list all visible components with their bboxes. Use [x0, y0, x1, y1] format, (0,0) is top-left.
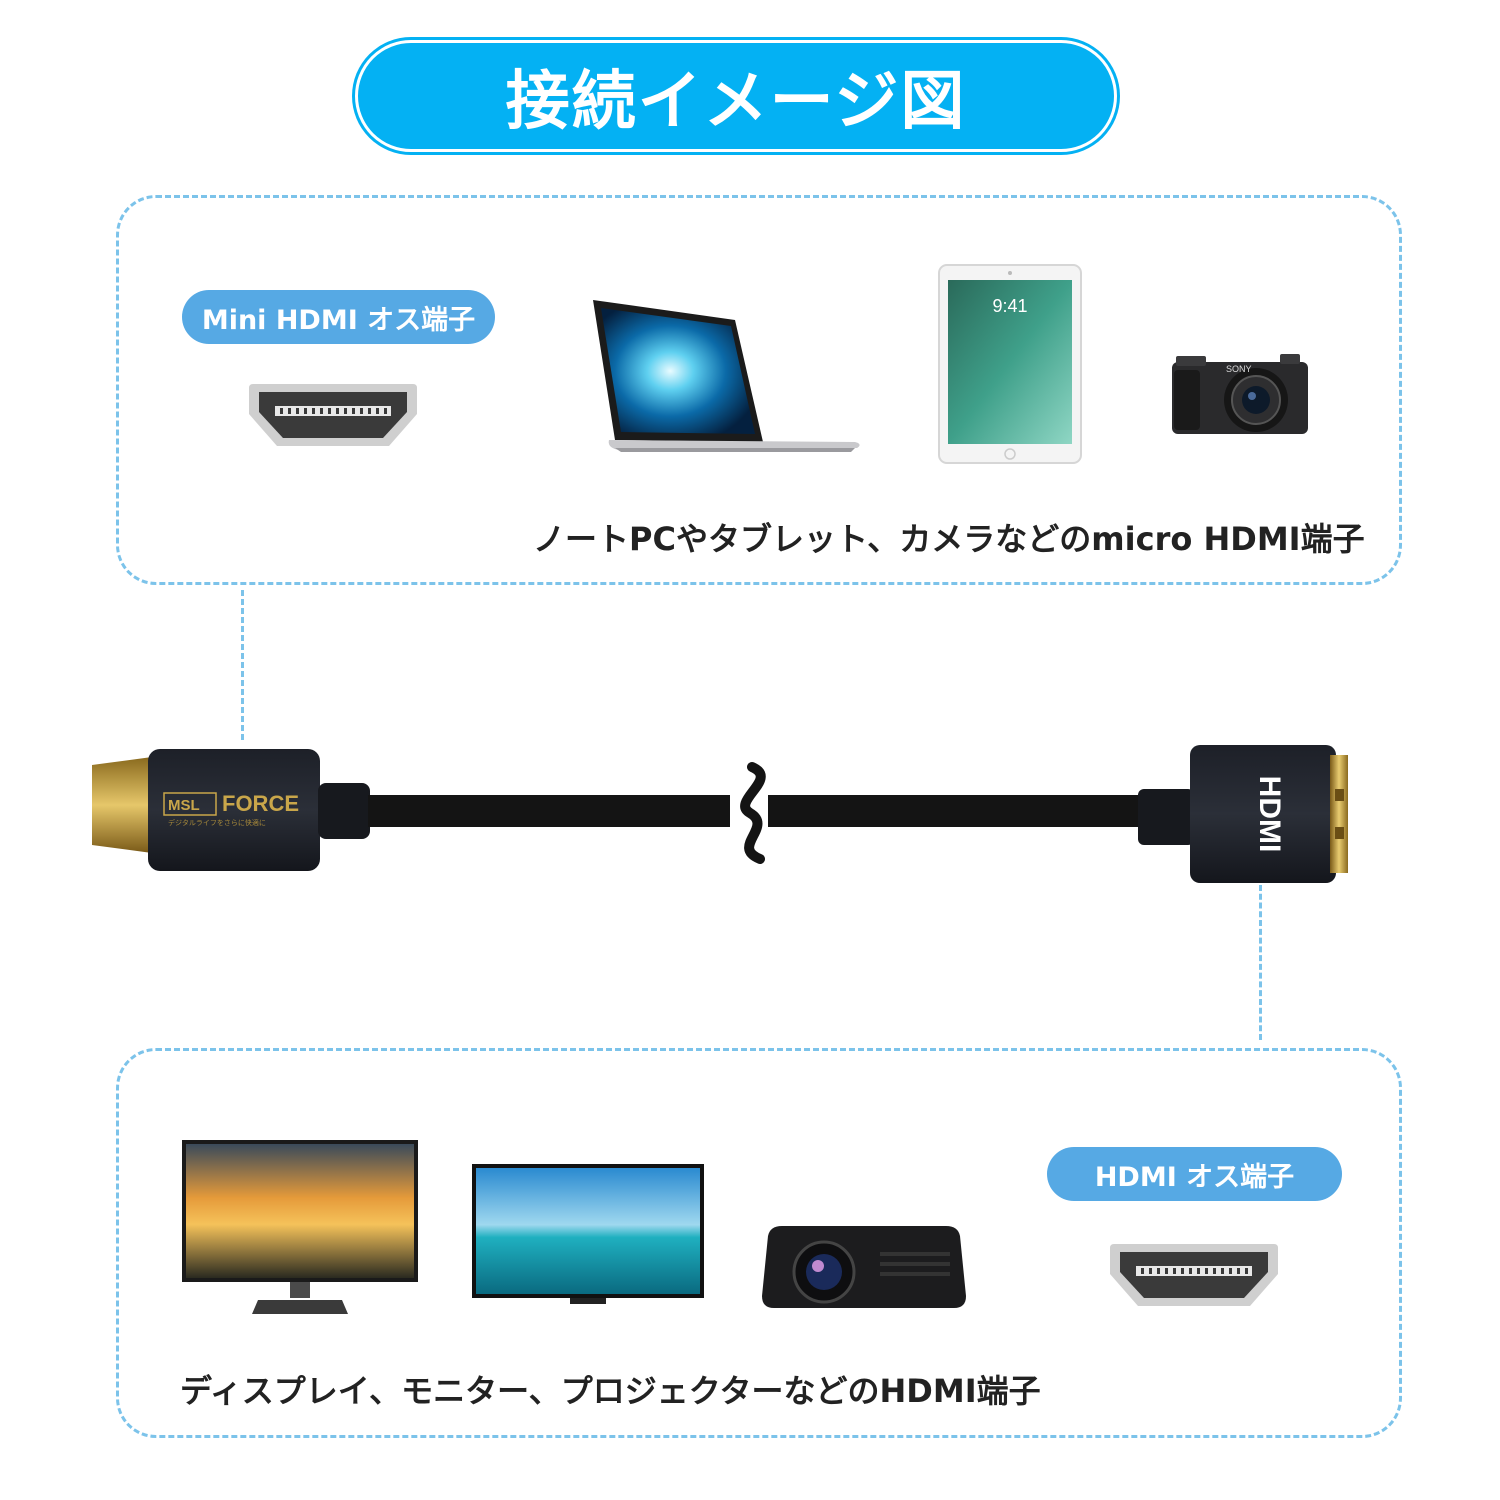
mini-hdmi-tip	[92, 757, 152, 853]
hdmi-mark: HDMI	[1253, 776, 1286, 853]
bottom-caption: ディスプレイ、モニター、プロジェクターなどのHDMI端子	[180, 1372, 1041, 1410]
tablet-time: 9:41	[992, 296, 1027, 316]
brand-tagline: デジタルライフをさらに快適に	[168, 818, 266, 827]
hdmi-port-label: HDMI オス端子	[1047, 1147, 1342, 1201]
mini-hdmi-housing	[148, 749, 320, 871]
laptop-icon	[585, 298, 865, 454]
camera-icon: SONY	[1170, 350, 1310, 436]
hdmi-cable: MSL FORCE デジタルライフをさらに快適に HDMI	[90, 745, 1350, 885]
title-banner: 接続イメージ図	[355, 40, 1117, 152]
mini-hdmi-port-label: Mini HDMI オス端子	[182, 290, 495, 344]
brand-force: FORCE	[222, 791, 299, 816]
hdmi-port-icon	[247, 380, 419, 452]
monitor-icon	[180, 1138, 420, 1318]
brand-msl: MSL	[168, 797, 200, 814]
hdmi-housing	[1190, 745, 1336, 883]
tablet-icon: 9:41	[938, 264, 1082, 464]
page-title: 接続イメージ図	[505, 65, 967, 139]
top-device-panel	[116, 195, 1402, 585]
projector-icon	[760, 1222, 968, 1312]
bottom-device-panel	[116, 1048, 1402, 1438]
hdmi-connector-line	[1259, 885, 1262, 1040]
tv-icon	[470, 1162, 706, 1308]
top-caption: ノートPCやタブレット、カメラなどのmicro HDMI端子	[533, 520, 1365, 558]
camera-brand: SONY	[1226, 364, 1252, 374]
mini-hdmi-connector-line	[241, 590, 244, 740]
hdmi-port-icon-bottom	[1108, 1240, 1280, 1312]
hdmi-tip	[1330, 755, 1348, 873]
cable-break-symbol	[740, 762, 766, 864]
